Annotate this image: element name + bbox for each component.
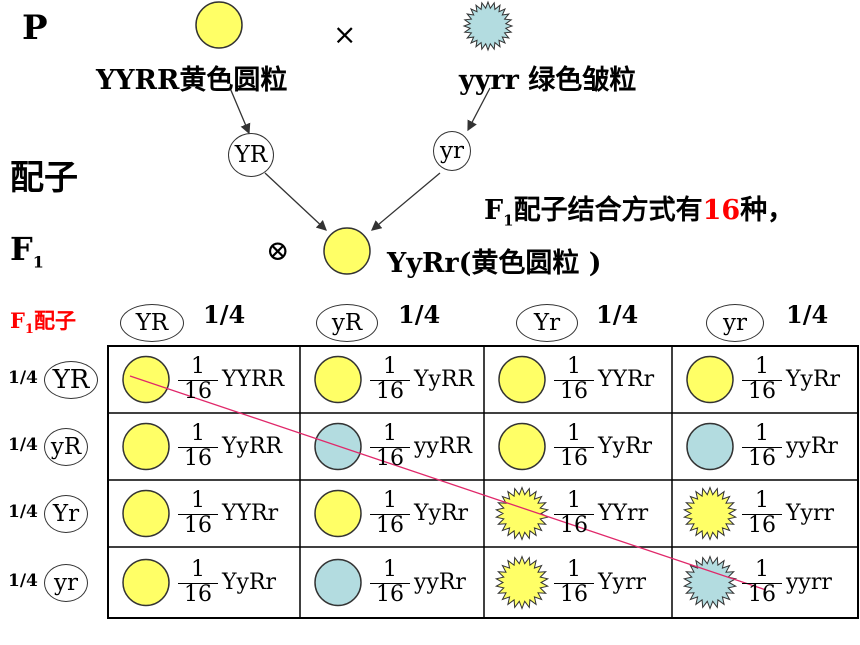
row-probability-4: 1/4 <box>8 570 38 591</box>
arrow-g1-f1 <box>264 172 327 231</box>
gamete-yr-upper: YR <box>228 133 274 177</box>
arrow-p1-gamete <box>229 87 251 135</box>
row-gamete-1: YR <box>44 360 98 399</box>
row-gamete-3: Yr <box>44 494 88 533</box>
cell-genotype-4-1: YyRr <box>222 569 277 595</box>
p2-wrinkled-pea <box>462 0 514 52</box>
pea-yellow-round-1-3 <box>498 355 546 404</box>
self-cross-symbol: ⊗ <box>266 234 290 267</box>
f1-gamete-header: F1配子 <box>10 308 76 338</box>
col-probability-1: 1/4 <box>203 300 246 329</box>
cell-genotype-2-2: yyRR <box>414 433 472 459</box>
col-gamete-4: yr <box>706 304 764 342</box>
cell-genotype-3-1: YYRr <box>222 500 279 526</box>
arrow-p2-gamete <box>467 87 491 132</box>
row-probability-3: 1/4 <box>8 501 38 522</box>
pea-yellow-round-4-1 <box>122 558 170 607</box>
p1-label: YYRR黄色圆粒 <box>96 58 287 97</box>
p2-genotype: yyrr <box>459 65 519 96</box>
diagonal-line <box>129 375 767 591</box>
pea-green-round-2-4 <box>686 422 734 471</box>
cell-genotype-2-4: yyRr <box>786 433 838 459</box>
f1-round-pea <box>323 227 371 275</box>
cell-genotype-2-3: YyRr <box>598 433 653 459</box>
p1-phenotype: 黄色圆粒 <box>179 65 288 96</box>
gamete-label: 配子 <box>10 158 78 198</box>
cell-genotype-1-2: YyRR <box>414 366 475 392</box>
pea-yellow-round-2-3 <box>498 422 546 471</box>
f1-label: F1 <box>10 230 44 272</box>
col-gamete-1: YR <box>120 304 184 342</box>
p2-label: yyrr 绿色皱粒 <box>459 58 636 97</box>
p1-round-pea <box>195 1 243 49</box>
cell-genotype-4-3: Yyrr <box>598 569 646 595</box>
gamete-yr-lower: yr <box>433 131 471 171</box>
grid-border <box>107 345 859 619</box>
row-probability-2: 1/4 <box>8 434 38 455</box>
pea-yellow-round-2-1 <box>122 422 170 471</box>
pea-yellow-round-1-4 <box>686 355 734 404</box>
cell-genotype-2-1: YyRR <box>222 433 283 459</box>
p-label: P <box>22 8 48 48</box>
cell-genotype-4-2: yyRr <box>414 569 466 595</box>
row-gamete-2: yR <box>44 427 88 466</box>
pea-yellow-round-1-2 <box>314 355 362 404</box>
cell-genotype-1-1: YYRR <box>222 366 285 392</box>
cell-genotype-1-3: YYRr <box>598 366 655 392</box>
pea-yellow-wrinkled-4-3 <box>494 555 550 610</box>
pea-yellow-round-1-1 <box>122 355 170 404</box>
col-probability-4: 1/4 <box>786 300 829 329</box>
cell-genotype-3-2: YyRr <box>414 500 469 526</box>
row-gamete-4: yr <box>44 563 88 602</box>
cell-genotype-3-4: Yyrr <box>786 500 834 526</box>
col-gamete-3: Yr <box>516 304 578 342</box>
cell-genotype-1-4: YyRr <box>786 366 841 392</box>
arrow-g2-f1 <box>371 172 441 231</box>
pea-yellow-wrinkled-3-3 <box>494 486 550 541</box>
cross-symbol: × <box>333 18 357 51</box>
col-probability-3: 1/4 <box>596 300 639 329</box>
row-probability-1: 1/4 <box>8 367 38 388</box>
p2-phenotype: 绿色皱粒 <box>528 65 637 96</box>
pea-yellow-wrinkled-3-4 <box>682 486 738 541</box>
col-gamete-2: yR <box>316 304 378 342</box>
f1-genotype: YyRr(黄色圆粒 ) <box>387 248 602 279</box>
f1-combination-note: F1配子结合方式有16种， <box>484 195 795 230</box>
cell-genotype-4-4: yyrr <box>786 569 832 595</box>
p1-genotype: YYRR <box>96 65 180 96</box>
pea-yellow-round-3-2 <box>314 489 362 538</box>
cell-genotype-3-3: YYrr <box>598 500 649 526</box>
pea-green-round-4-2 <box>314 558 362 607</box>
pea-green-wrinkled-4-4 <box>682 555 738 610</box>
pea-yellow-round-3-1 <box>122 489 170 538</box>
col-probability-2: 1/4 <box>398 300 441 329</box>
